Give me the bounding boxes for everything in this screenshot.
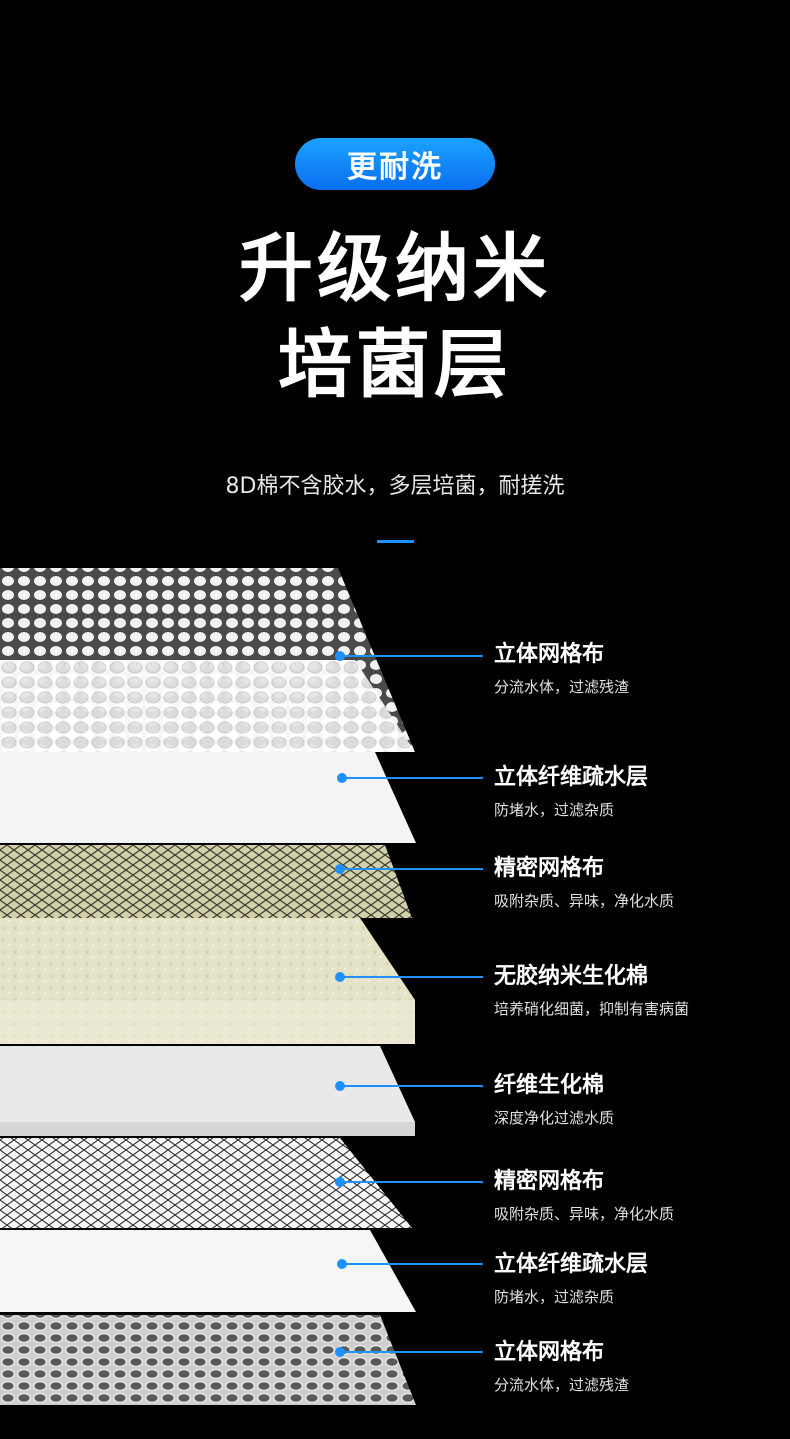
layer-8-hex-mesh	[0, 1315, 416, 1405]
layer-desc: 分流水体，过滤残渣	[494, 1376, 630, 1395]
layer-title: 立体纤维疏水层	[494, 765, 649, 790]
layer-label: 立体纤维疏水层 防堵水，过滤杂质	[494, 765, 648, 820]
layer-title: 立体纤维疏水层	[494, 1252, 649, 1277]
layer-5-fiber-bio-cotton	[0, 1046, 415, 1122]
layer-label: 立体网格布 分流水体，过滤残渣	[494, 1340, 629, 1395]
layer-desc: 吸附杂质、异味，净化水质	[494, 892, 675, 911]
layer-7-fiber-sheet	[0, 1230, 416, 1312]
layer-2-fiber-sheet	[0, 752, 416, 843]
layer-desc: 深度净化过滤水质	[494, 1109, 615, 1128]
layer-label: 精密网格布 吸附杂质、异味，净化水质	[494, 1169, 674, 1224]
feature-badge: 更耐洗	[295, 138, 495, 190]
page-title-line2: 培菌层	[278, 322, 512, 408]
layer-label: 精密网格布 吸附杂质、异味，净化水质	[494, 856, 674, 911]
subtitle: 8D棉不含胶水，多层培菌，耐搓洗	[225, 474, 565, 499]
layer-4-bio-foam	[0, 918, 415, 1000]
layer-desc: 防堵水，过滤杂质	[494, 801, 615, 820]
layer-desc: 防堵水，过滤杂质	[494, 1288, 615, 1307]
layer-desc: 培养硝化细菌，抑制有害病菌	[494, 1000, 690, 1019]
layer-title: 精密网格布	[494, 1169, 605, 1194]
layer-3-precision-mesh	[0, 845, 412, 918]
layer-title: 纤维生化棉	[494, 1073, 605, 1098]
filter-layer-stack: 立体网格布 分流水体，过滤残渣 立体纤维疏水层 防堵水，过滤杂质 精密网格布 吸…	[0, 560, 790, 1439]
layer-6-precision-mesh	[0, 1138, 412, 1228]
layer-label: 无胶纳米生化棉 培养硝化细菌，抑制有害病菌	[494, 964, 689, 1019]
layer-title: 立体网格布	[494, 1340, 605, 1365]
layer-illustration	[0, 568, 483, 1405]
layer-label: 立体网格布 分流水体，过滤残渣	[494, 642, 629, 697]
layer-title: 无胶纳米生化棉	[494, 964, 649, 989]
layer-desc: 分流水体，过滤残渣	[494, 678, 630, 697]
layer-label: 纤维生化棉 深度净化过滤水质	[494, 1073, 614, 1128]
layer-label: 立体纤维疏水层 防堵水，过滤杂质	[494, 1252, 648, 1307]
layer-title: 精密网格布	[494, 856, 605, 881]
layer-title: 立体网格布	[494, 642, 605, 667]
page-title-line1: 升级纳米	[239, 226, 551, 312]
layer-desc: 吸附杂质、异味，净化水质	[494, 1205, 675, 1224]
accent-divider	[377, 540, 414, 543]
